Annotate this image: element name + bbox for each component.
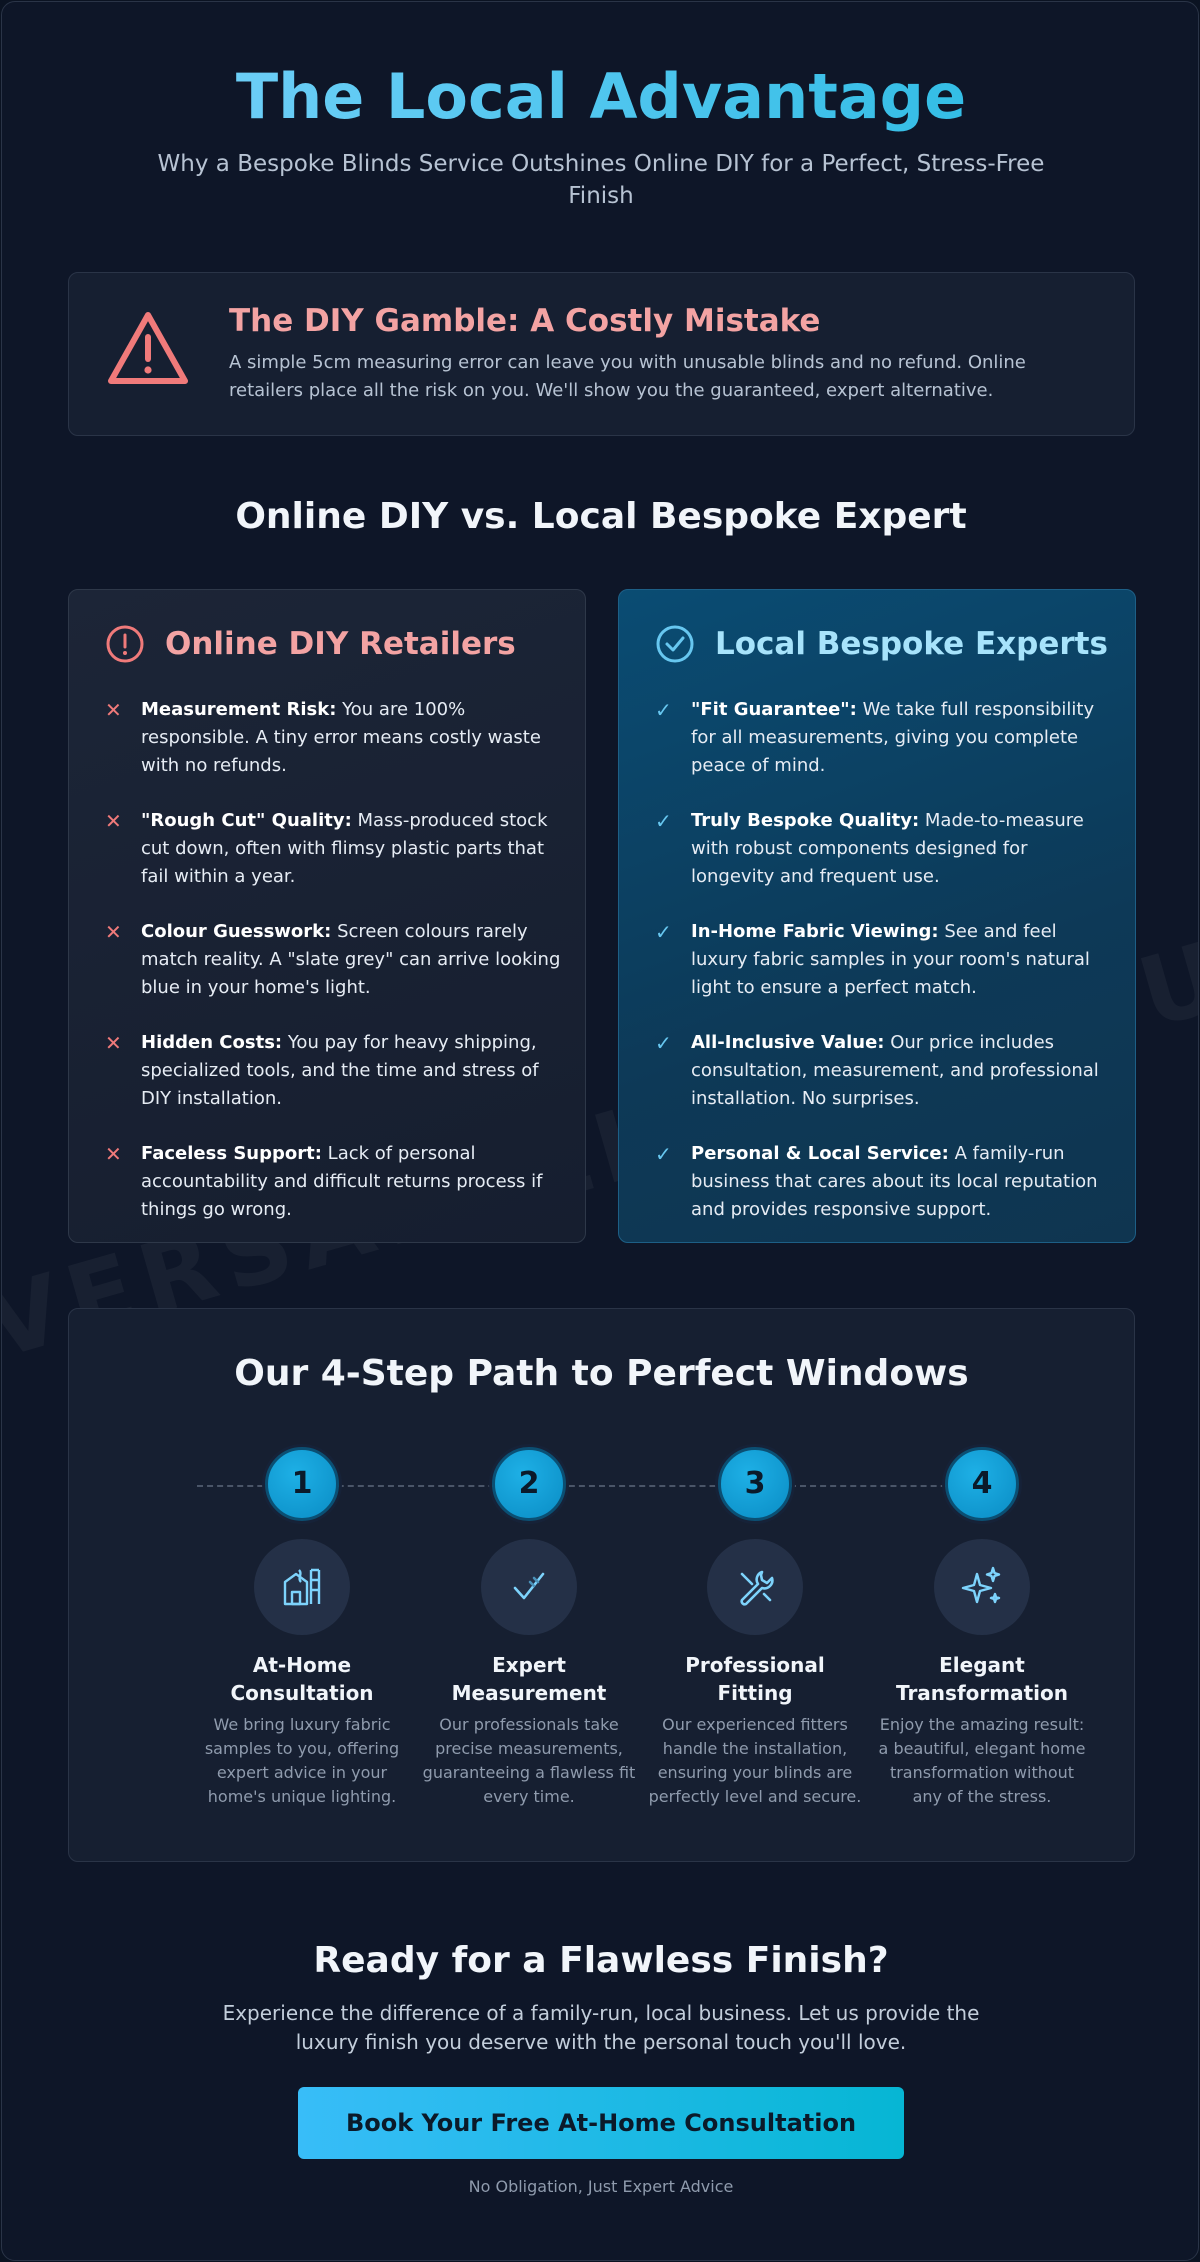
item-text: Lack of personal accountability and diff… [141,1143,543,1220]
local-experts-header: Local Bespoke Experts [655,624,1108,664]
step-text: We bring luxury fabric samples to you, o… [204,1715,400,1806]
list-item: ✕ Faceless Support: Lack of personal acc… [105,1140,563,1224]
page-title: The Local Advantage [2,58,1198,136]
local-experts-column: Local Bespoke Experts ✓ "Fit Guarantee":… [618,589,1136,1243]
check-icon: ✓ [655,920,672,944]
local-experts-list: ✓ "Fit Guarantee": We take full responsi… [655,696,1113,1251]
hero: The Local Advantage Why a Bespoke Blinds… [2,58,1198,212]
list-item: ✓ Personal & Local Service: A family-run… [655,1140,1113,1224]
step-1: 1 At-Home Consultation We bring luxury f… [193,1447,411,1809]
item-label: Personal & Local Service: [691,1143,949,1164]
list-item: ✕ Hidden Costs: You pay for heavy shippi… [105,1029,563,1113]
check-icon: ✓ [655,698,672,722]
item-text: Our price includes consultation, measure… [691,1032,1099,1109]
cta-section: Ready for a Flawless Finish? Experience … [2,1940,1198,2196]
local-experts-title: Local Bespoke Experts [715,626,1108,662]
warning-text: A simple 5cm measuring error can leave y… [229,352,1026,401]
list-item: ✕ Colour Guesswork: Screen colours rarel… [105,918,563,1002]
exclamation-circle-icon [106,625,144,663]
tools-icon [707,1539,803,1635]
step-4: 4 Elegant Transformation Enjoy the amazi… [873,1447,1091,1809]
step-2: 2 Expert Measurement Our professionals t… [420,1447,638,1809]
steps-section: Our 4-Step Path to Perfect Windows 1 At-… [68,1308,1135,1862]
step-number: 1 [265,1447,339,1521]
item-text: Screen colours rarely match reality. A "… [141,921,561,998]
check-icon: ✓ [655,809,672,833]
item-text: You pay for heavy shipping, specialized … [141,1032,539,1109]
list-item: ✕ "Rough Cut" Quality: Mass-produced sto… [105,807,563,891]
item-label: Truly Bespoke Quality: [691,810,920,831]
item-label: Hidden Costs: [141,1032,283,1053]
item-text: Mass-produced stock cut down, often with… [141,810,548,887]
warning-triangle-icon [108,312,188,384]
list-item: ✓ In-Home Fabric Viewing: See and feel l… [655,918,1113,1002]
step-text: Our professionals take precise measureme… [422,1715,636,1806]
cross-icon: ✕ [105,920,122,944]
list-item: ✕ Measurement Risk: You are 100% respons… [105,696,563,780]
checkmark-ruler-icon [481,1539,577,1635]
step-number: 4 [945,1447,1019,1521]
cross-icon: ✕ [105,698,122,722]
step-text: Our experienced fitters handle the insta… [648,1715,862,1806]
cross-icon: ✕ [105,809,122,833]
item-text: Made-to-measure with robust components d… [691,810,1084,887]
step-title: Elegant Transformation [896,1653,1068,1705]
steps-connector [197,1485,1007,1487]
item-text: We take full responsibility for all meas… [691,699,1095,776]
item-label: Colour Guesswork: [141,921,332,942]
steps-title: Our 4-Step Path to Perfect Windows [234,1353,969,1394]
item-label: All-Inclusive Value: [691,1032,885,1053]
item-text: See and feel luxury fabric samples in yo… [691,921,1090,998]
item-label: "Fit Guarantee": [691,699,857,720]
item-label: Measurement Risk: [141,699,337,720]
check-circle-icon [656,625,694,663]
cta-title: Ready for a Flawless Finish? [313,1940,889,1981]
cta-text: Experience the difference of a family-ru… [222,2001,980,2054]
step-text: Enjoy the amazing result: a beautiful, e… [878,1715,1086,1806]
item-label: "Rough Cut" Quality: [141,810,352,831]
item-text: A family-run business that cares about i… [691,1143,1098,1220]
cross-icon: ✕ [105,1031,122,1055]
online-diy-title: Online DIY Retailers [165,626,516,662]
step-title: At-Home Consultation [230,1653,374,1705]
online-diy-header: Online DIY Retailers [105,624,516,664]
online-diy-column: Online DIY Retailers ✕ Measurement Risk:… [68,589,586,1243]
cta-note: No Obligation, Just Expert Advice [468,2177,734,2196]
check-icon: ✓ [655,1031,672,1055]
step-3: 3 Professional Fitting Our experienced f… [646,1447,864,1809]
list-item: ✓ Truly Bespoke Quality: Made-to-measure… [655,807,1113,891]
step-title: Professional Fitting [685,1653,825,1705]
sparkles-icon [934,1539,1030,1635]
step-title: Expert Measurement [451,1653,607,1705]
diy-warning-card: The DIY Gamble: A Costly Mistake A simpl… [68,272,1135,436]
list-item: ✓ "Fit Guarantee": We take full responsi… [655,696,1113,780]
cross-icon: ✕ [105,1142,122,1166]
warning-title: The DIY Gamble: A Costly Mistake [229,303,821,339]
step-number: 3 [718,1447,792,1521]
comparison-title: Online DIY vs. Local Bespoke Expert [235,496,967,537]
list-item: ✓ All-Inclusive Value: Our price include… [655,1029,1113,1113]
check-icon: ✓ [655,1142,672,1166]
book-consultation-button[interactable]: Book Your Free At-Home Consultation [298,2087,904,2159]
online-diy-list: ✕ Measurement Risk: You are 100% respons… [105,696,563,1251]
page-subtitle: Why a Bespoke Blinds Service Outshines O… [157,151,1045,209]
home-fabric-icon [254,1539,350,1635]
step-number: 2 [492,1447,566,1521]
item-label: In-Home Fabric Viewing: [691,921,939,942]
item-text: You are 100% responsible. A tiny error m… [141,699,541,776]
item-label: Faceless Support: [141,1143,322,1164]
